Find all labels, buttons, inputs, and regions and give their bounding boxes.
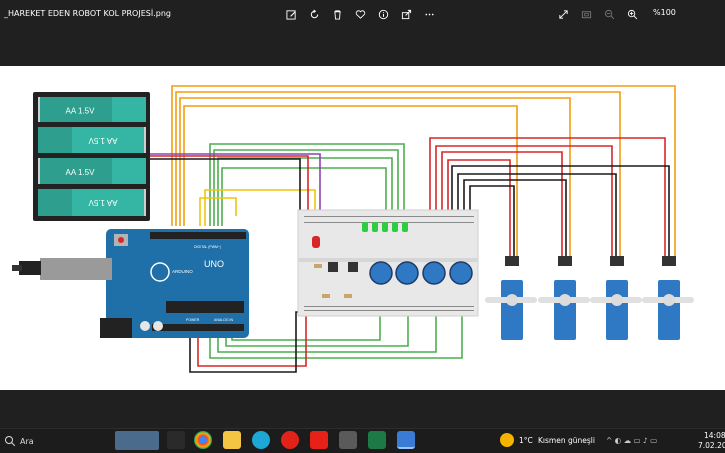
zoom-in-icon	[627, 9, 638, 19]
photos-icon[interactable]	[397, 431, 415, 449]
board-name: UNO	[204, 259, 224, 269]
weather-icon[interactable]	[500, 433, 514, 447]
battery-pack: AA 1.5V AA 1.5V AA 1.5V AA 1.5V	[33, 92, 150, 221]
youtube-icon[interactable]	[310, 431, 328, 449]
potentiometers	[369, 261, 473, 285]
toolbar-right	[552, 6, 644, 22]
edge-icon[interactable]	[252, 431, 270, 449]
opera-icon[interactable]	[281, 431, 299, 449]
battery-1: AA 1.5V	[38, 97, 146, 122]
servo-1	[485, 256, 537, 340]
battery-label: AA 1.5V	[66, 168, 96, 177]
servo-3	[590, 256, 642, 340]
clock-date[interactable]: 7.02.202	[698, 441, 725, 450]
toolbar-left	[280, 6, 441, 22]
zoom-out-button[interactable]	[598, 6, 621, 22]
delete-button[interactable]	[326, 6, 349, 22]
search-highlight-image	[115, 431, 159, 450]
viewer-titlebar: _HAREKET EDEN ROBOT KOL PROJESİ.png	[0, 0, 725, 66]
store-icon[interactable]	[339, 431, 357, 449]
weather-desc[interactable]: Kısmen güneşli	[538, 436, 595, 445]
arduino-uno-board: UNO ARDUINO DIGITAL (PWM~) POWER ANALOG …	[12, 229, 249, 338]
battery-label: AA 1.5V	[88, 136, 118, 145]
share-button[interactable]	[395, 6, 418, 22]
zoom-out-icon	[604, 9, 615, 19]
breadboard	[297, 209, 479, 317]
servo-motors	[485, 256, 694, 340]
taskbar-search[interactable]: Ara	[0, 429, 163, 453]
digital-header-label: DIGITAL (PWM~)	[194, 245, 221, 249]
info-icon	[378, 9, 389, 19]
fullscreen-button[interactable]	[552, 6, 575, 22]
heart-icon	[355, 9, 366, 19]
servo-4	[642, 256, 694, 340]
chrome-icon[interactable]	[194, 431, 212, 449]
image-canvas[interactable]: AA 1.5V AA 1.5V AA 1.5V AA 1.5V	[0, 66, 725, 390]
zoom-level[interactable]: %100	[653, 8, 676, 17]
clock-time[interactable]: 14:08	[704, 431, 725, 440]
resistors	[314, 264, 352, 298]
wires	[150, 85, 676, 373]
circuit-diagram: AA 1.5V AA 1.5V AA 1.5V AA 1.5V	[12, 85, 694, 373]
battery-label: AA 1.5V	[88, 198, 118, 207]
weather-temp[interactable]: 1°C	[519, 436, 533, 445]
share-icon	[401, 9, 412, 19]
viewer-bottom-area	[0, 390, 725, 428]
actual-size-button[interactable]	[575, 6, 598, 22]
rotate-icon	[310, 9, 319, 18]
push-buttons	[328, 262, 358, 272]
more-options-button[interactable]	[418, 6, 441, 22]
edit-icon	[286, 9, 296, 20]
edit-image-button[interactable]	[280, 6, 303, 22]
leds	[312, 222, 408, 248]
file-name: _HAREKET EDEN ROBOT KOL PROJESİ.png	[4, 9, 171, 18]
trash-icon	[334, 9, 341, 20]
servo-2	[538, 256, 590, 340]
battery-label: AA 1.5V	[66, 107, 96, 116]
expand-icon	[559, 9, 568, 19]
info-button[interactable]	[372, 6, 395, 22]
tray-icons[interactable]: ^ ◐ ☁ ▭ ♪ ▭	[606, 436, 658, 445]
battery-4: AA 1.5V	[38, 189, 146, 216]
zoom-in-button[interactable]	[621, 6, 644, 22]
board-brand: ARDUINO	[172, 269, 193, 274]
excel-icon[interactable]	[368, 431, 386, 449]
analog-header-label: ANALOG IN	[214, 318, 234, 322]
search-icon	[5, 436, 16, 447]
rotate-button[interactable]	[303, 6, 326, 22]
task-view-icon[interactable]	[167, 431, 185, 449]
file-explorer-icon[interactable]	[223, 431, 241, 449]
battery-2: AA 1.5V	[38, 127, 146, 153]
search-label: Ara	[20, 436, 34, 446]
actual-size-icon	[581, 10, 592, 18]
battery-3: AA 1.5V	[38, 158, 146, 184]
favorite-button[interactable]	[349, 6, 372, 22]
power-header-label: POWER	[186, 318, 200, 322]
more-icon	[425, 13, 434, 15]
